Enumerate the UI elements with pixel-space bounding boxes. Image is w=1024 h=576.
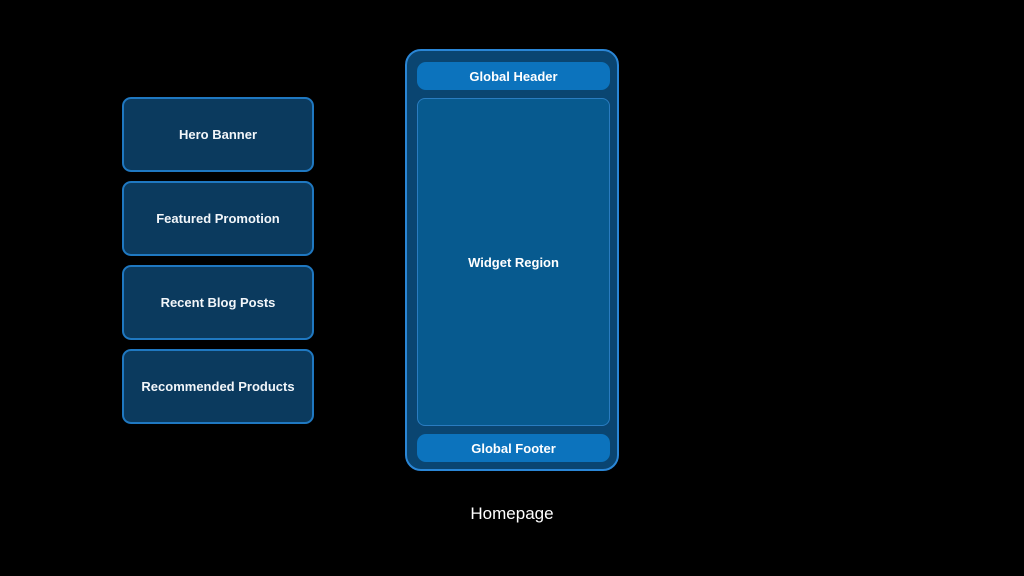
widget-card-label: Hero Banner (178, 127, 258, 142)
widget-card-label: Recommended Products (141, 379, 295, 394)
widget-region-label: Widget Region (468, 254, 559, 270)
homepage-frame: Global Header Widget Region Global Foote… (405, 49, 619, 471)
global-header-label: Global Header (469, 68, 558, 84)
widget-card-label: Recent Blog Posts (160, 295, 276, 310)
global-footer-label: Global Footer (471, 440, 556, 456)
global-header: Global Header (417, 62, 610, 90)
widget-card-recent-blog-posts: Recent Blog Posts (122, 265, 314, 340)
widget-card-recommended-products: Recommended Products (122, 349, 314, 424)
widget-card-hero-banner: Hero Banner (122, 97, 314, 172)
global-footer: Global Footer (417, 434, 610, 462)
widget-region: Widget Region (417, 98, 610, 426)
widget-card-featured-promotion: Featured Promotion (122, 181, 314, 256)
homepage-caption: Homepage (470, 504, 554, 523)
widget-card-label: Featured Promotion (156, 211, 280, 226)
